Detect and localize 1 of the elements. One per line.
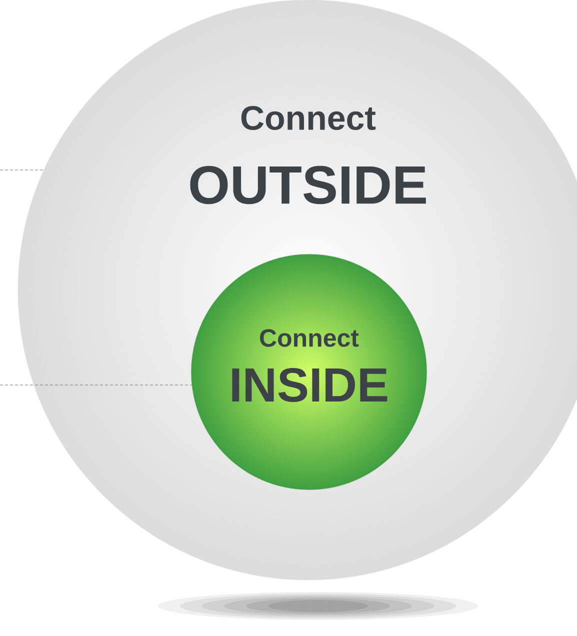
leader-line bbox=[0, 384, 192, 386]
